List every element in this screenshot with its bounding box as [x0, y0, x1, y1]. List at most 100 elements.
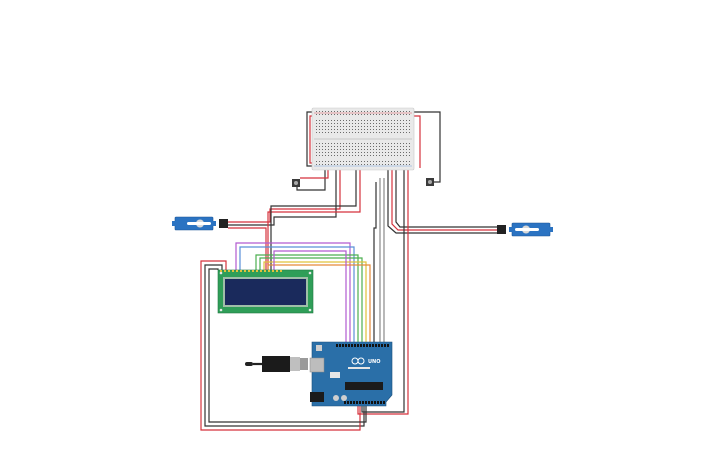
- wire-lcd-purple-1[interactable]: [235, 242, 351, 342]
- breadboard-hole: [406, 111, 407, 112]
- breadboard-hole: [379, 129, 380, 130]
- breadboard-hole: [361, 155, 362, 156]
- breadboard-hole: [358, 155, 359, 156]
- servo-left[interactable]: [172, 216, 228, 231]
- wire-bb-to-lcd-red[interactable]: [267, 170, 361, 270]
- servo-right[interactable]: [497, 222, 553, 237]
- breadboard-hole: [382, 114, 383, 115]
- breadboard-hole: [373, 123, 374, 124]
- lcd-pins: [220, 270, 282, 272]
- wire-servo-right-2[interactable]: [391, 170, 500, 231]
- breadboard-hole: [337, 143, 338, 144]
- breadboard-hole: [343, 129, 344, 130]
- breadboard-hole: [394, 149, 395, 150]
- header-pin: [353, 401, 355, 404]
- breadboard-hole: [394, 114, 395, 115]
- breadboard-hole: [388, 161, 389, 162]
- breadboard-hole: [343, 146, 344, 147]
- wire-lcd-purple-2[interactable]: [273, 250, 347, 342]
- wire-lcd-power-black-2[interactable]: [208, 268, 367, 423]
- breadboard-hole: [325, 111, 326, 112]
- breadboard-hole: [325, 155, 326, 156]
- usb-cable[interactable]: [245, 356, 308, 372]
- wire-bb-to-lcd-black[interactable]: [270, 170, 357, 270]
- wire-lcd-power-red[interactable]: [200, 260, 361, 431]
- breadboard-hole: [397, 111, 398, 112]
- wire-btn-left-1[interactable]: [296, 170, 326, 191]
- lcd-16x2[interactable]: [217, 269, 314, 314]
- breadboard-hole: [337, 120, 338, 121]
- breadboard-hole: [358, 126, 359, 127]
- breadboard-hole: [361, 149, 362, 150]
- breadboard-hole: [349, 111, 350, 112]
- breadboard-hole: [334, 155, 335, 156]
- wire-lcd-blue[interactable]: [239, 246, 355, 342]
- breadboard-hole: [358, 123, 359, 124]
- wire-servo-left-signal[interactable]: [228, 227, 267, 270]
- breadboard-hole: [382, 120, 383, 121]
- breadboard-hole: [388, 149, 389, 150]
- breadboard-hole: [397, 164, 398, 165]
- wire-bb-right-to-uno[interactable]: [373, 182, 377, 342]
- wire-lcd-yellow[interactable]: [263, 261, 367, 342]
- wire-bb-left-black[interactable]: [306, 111, 316, 167]
- breadboard-hole: [340, 132, 341, 133]
- wire-lcd-green-2[interactable]: [259, 257, 363, 342]
- breadboard-hole: [334, 114, 335, 115]
- breadboard-hole: [328, 149, 329, 150]
- pushbutton-left[interactable]: [292, 179, 300, 187]
- breadboard-hole: [316, 120, 317, 121]
- header-pin: [351, 344, 353, 347]
- wire-bb-to-uno-black[interactable]: [361, 170, 405, 413]
- breadboard-hole: [391, 132, 392, 133]
- breadboard-hole: [382, 132, 383, 133]
- wire-lcd-green-1[interactable]: [255, 254, 359, 342]
- breadboard-hole: [370, 155, 371, 156]
- breadboard-hole: [331, 111, 332, 112]
- wire-servo-left-black[interactable]: [228, 170, 337, 226]
- breadboard-hole: [379, 164, 380, 165]
- breadboard-hole: [403, 161, 404, 162]
- breadboard-hole: [376, 114, 377, 115]
- pushbutton-right[interactable]: [426, 178, 434, 186]
- arduino-uno[interactable]: UNO: [309, 341, 393, 407]
- breadboard-hole: [406, 161, 407, 162]
- breadboard-hole: [391, 155, 392, 156]
- breadboard-hole: [328, 111, 329, 112]
- breadboard-hole: [319, 152, 320, 153]
- breadboard-hole: [373, 164, 374, 165]
- arduino-logo: [351, 357, 365, 365]
- breadboard-hole: [343, 132, 344, 133]
- breadboard-hole: [319, 132, 320, 133]
- breadboard-hole: [328, 161, 329, 162]
- arduino-analog-header: [344, 401, 385, 404]
- breadboard-hole: [376, 120, 377, 121]
- breadboard-hole: [331, 164, 332, 165]
- breadboard-hole: [382, 123, 383, 124]
- wire-servo-left-red[interactable]: [228, 170, 341, 223]
- breadboard[interactable]: [311, 107, 415, 171]
- wire-lcd-orange[interactable]: [267, 264, 371, 342]
- breadboard-hole: [343, 111, 344, 112]
- breadboard-hole: [328, 120, 329, 121]
- breadboard-hole: [325, 120, 326, 121]
- breadboard-holes: [316, 111, 410, 165]
- wire-bb-right-black[interactable]: [410, 111, 441, 183]
- breadboard-hole: [352, 120, 353, 121]
- breadboard-hole: [406, 126, 407, 127]
- wire-servo-right-1[interactable]: [395, 170, 500, 228]
- breadboard-hole: [328, 164, 329, 165]
- breadboard-hole: [352, 152, 353, 153]
- breadboard-hole: [376, 152, 377, 153]
- breadboard-hole: [391, 123, 392, 124]
- breadboard-hole: [334, 123, 335, 124]
- breadboard-hole: [400, 149, 401, 150]
- breadboard-hole: [349, 146, 350, 147]
- wire-btn-left-2[interactable]: [300, 170, 329, 179]
- wire-servo-right-3[interactable]: [387, 170, 500, 234]
- header-pin: [381, 344, 383, 347]
- breadboard-hole: [355, 164, 356, 165]
- wire-bb-to-uno-red[interactable]: [357, 170, 409, 415]
- breadboard-hole: [319, 126, 320, 127]
